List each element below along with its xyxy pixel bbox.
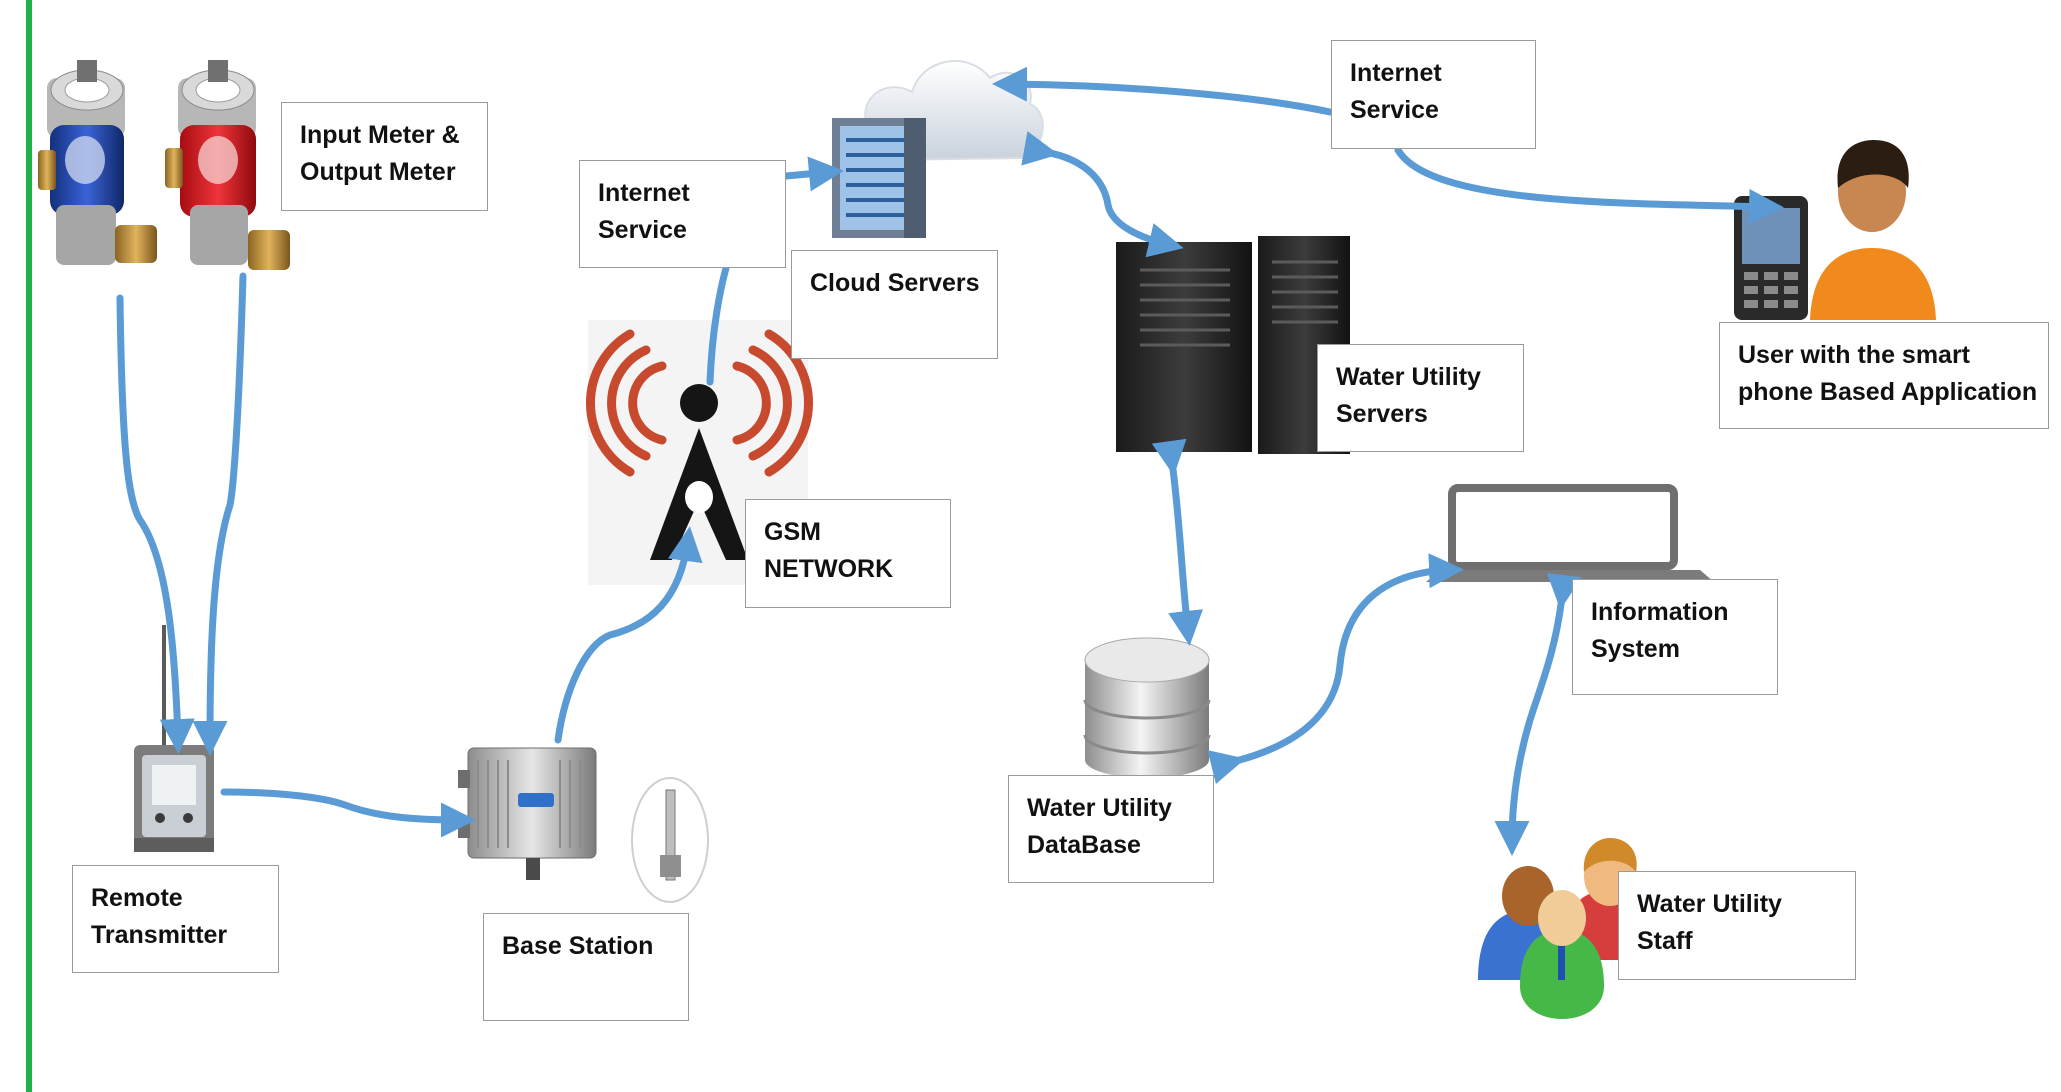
label-remote-transmitter: Remote Transmitter <box>72 865 279 973</box>
arrow-internet-to-cloud <box>992 66 1334 116</box>
label-line: Water Utility <box>1027 794 1172 822</box>
arrow-gsm-to-internet <box>706 264 730 386</box>
label-input-output-meter: Input Meter & Output Meter <box>281 102 488 211</box>
remote-transmitter-icon <box>134 625 214 852</box>
arrow-internet-to-cloud-servers <box>782 156 844 192</box>
label-gsm-network: GSM NETWORK <box>745 499 951 608</box>
label-line: Input Meter & <box>300 121 460 149</box>
water-meter-icon <box>38 60 290 270</box>
label-information-system: Information System <box>1572 579 1778 695</box>
label-line: Information <box>1591 598 1729 626</box>
label-internet-service-right: Internet Service <box>1331 40 1536 149</box>
label-line: Staff <box>1637 927 1693 955</box>
arrow-servers-database-link <box>1151 438 1203 646</box>
label-line: Servers <box>1336 400 1428 428</box>
label-smartphone-user: User with the smart phone Based Applicat… <box>1719 322 2049 429</box>
arrow-base-station-to-gsm <box>554 526 703 744</box>
label-water-utility-staff: Water Utility Staff <box>1618 871 1856 980</box>
arrow-transmitter-to-base-station <box>220 788 476 838</box>
arrow-input-meter-to-transmitter <box>116 294 195 754</box>
laptop-icon <box>1426 484 1714 582</box>
label-water-utility-servers: Water Utility Servers <box>1317 344 1524 452</box>
smartphone-user-icon <box>1734 140 1936 320</box>
base-station-icon <box>458 747 597 880</box>
label-line: DataBase <box>1027 831 1141 859</box>
arrow-cloud-servers-link <box>1021 131 1184 258</box>
label-line: Water Utility <box>1637 890 1782 918</box>
label-cloud-servers: Cloud Servers <box>791 250 998 359</box>
label-internet-service-left: Internet Service <box>579 160 786 268</box>
server-icon <box>1116 236 1350 454</box>
label-line: Internet <box>598 179 690 207</box>
label-line: User with the smart <box>1738 341 1971 369</box>
label-line: GSM <box>764 518 821 546</box>
label-base-station: Base Station <box>483 913 689 1021</box>
arrow-database-info-system-link <box>1207 553 1464 785</box>
antenna-icon <box>631 777 709 903</box>
arrow-internet-to-user <box>1394 146 1784 224</box>
label-line: phone Based Application <box>1738 378 2038 406</box>
label-line: Internet <box>1350 59 1442 87</box>
label-line: Service <box>1350 96 1439 124</box>
label-line: Base Station <box>502 932 654 960</box>
arrow-output-meter-to-transmitter <box>192 272 247 756</box>
label-line: NETWORK <box>764 555 894 583</box>
label-line: Water Utility <box>1336 363 1481 391</box>
label-line: Cloud Servers <box>810 269 980 297</box>
label-line: Service <box>598 216 687 244</box>
label-line: Transmitter <box>91 921 228 949</box>
connector-arrows <box>116 66 1784 856</box>
cloud-icon <box>832 60 1044 238</box>
left-border-bar <box>26 0 32 1092</box>
database-icon <box>1083 637 1211 778</box>
arrow-info-system-staff-link <box>1494 573 1582 856</box>
label-line: System <box>1591 635 1680 663</box>
label-line: Output Meter <box>300 158 456 186</box>
label-line: Remote <box>91 884 183 912</box>
label-water-utility-database: Water Utility DataBase <box>1008 775 1214 883</box>
